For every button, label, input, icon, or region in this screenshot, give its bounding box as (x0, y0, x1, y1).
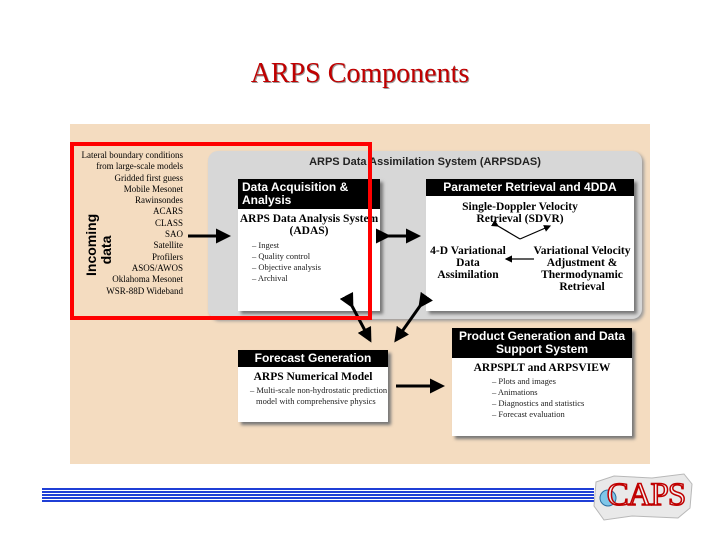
incoming-item: Mobile Mesonet (123, 183, 183, 194)
retrieval-arrows (491, 219, 552, 263)
incoming-item: Gridded first guess (114, 172, 184, 183)
incoming-item: ACARS (152, 206, 183, 217)
incoming-item: Satellite (153, 240, 184, 251)
retrieval-forecast-arrow (394, 291, 434, 343)
product-bullet: – Plots and images (492, 376, 556, 386)
adas-header: Data Acquisition & Analysis (238, 179, 380, 209)
forecast-subtitle: ARPS Numerical Model (253, 371, 373, 383)
bottom-rule (42, 488, 594, 502)
incoming-item: ASOS/AWOS (131, 262, 183, 273)
adas-bullet: – Objective analysis (252, 262, 321, 272)
product-header: Product Generation and Data Support Syst… (452, 328, 632, 358)
adas-box: Data Acquisition & Analysis ARPS Data An… (238, 179, 380, 311)
flow-arrows (188, 228, 445, 394)
arpsdas-title: ARPS Data Assimilation System (ARPSDAS) (309, 156, 541, 168)
retrieval-box: Parameter Retrieval and 4DDA Single-Dopp… (426, 179, 634, 311)
incoming-item: Oklahoma Mesonet (112, 274, 183, 285)
forecast-box: Forecast Generation ARPS Numerical Model… (238, 350, 388, 422)
adas-bullet: – Archival (252, 273, 288, 283)
retrieval-header: Parameter Retrieval and 4DDA (426, 179, 634, 196)
forecast-bullet: model with comprehensive physics (256, 396, 376, 406)
product-bullet: – Animations (492, 387, 538, 397)
caps-logo: CAPS (592, 472, 696, 522)
incoming-item: SAO (164, 229, 183, 240)
incoming-item: WSR-88D Wideband (106, 285, 183, 296)
sdvr-to-variational-arrow (519, 225, 552, 240)
arpsdas-panel: ARPS Data Assimilation System (ARPSDAS) … (208, 151, 642, 319)
forecast-bullet: – Multi-scale non-hydrostatic prediction (250, 385, 388, 395)
incoming-item: Lateral boundary conditions (81, 150, 183, 160)
forecast-bullets: – Multi-scale non-hydrostatic prediction… (238, 385, 388, 407)
caps-logo-text: CAPS (606, 477, 687, 513)
incoming-item: Rawinsondes (135, 195, 183, 206)
forecast-header: Forecast Generation (238, 350, 388, 367)
caps-logo-graphic (593, 473, 693, 521)
adas-bullet: – Quality control (252, 251, 311, 261)
incoming-item: from large-scale models (96, 161, 183, 172)
product-box: Product Generation and Data Support Syst… (452, 328, 632, 436)
sdvr-to-4d-arrow (491, 219, 521, 240)
slide-title: ARPS Components (250, 58, 470, 89)
fourd-var-label: 4-D Variational Data Assimilation (430, 245, 506, 281)
incoming-highlight-box (70, 142, 372, 320)
product-bullets: – Plots and images – Animations – Diagno… (452, 376, 632, 420)
product-bullet: – Forecast evaluation (492, 409, 565, 419)
incoming-data-list: Lateral boundary conditions from large-s… (76, 150, 183, 297)
incoming-item: Profilers (152, 251, 183, 262)
variational-adjustment-label: Variational Velocity Adjustment & Thermo… (533, 245, 631, 293)
adas-bullets: – Ingest – Quality control – Objective a… (238, 240, 380, 284)
incoming-item: CLASS (154, 217, 183, 228)
adas-subtitle: ARPS Data Analysis System (ADAS) (239, 213, 379, 237)
arps-diagram: Lateral boundary conditions from large-s… (70, 124, 650, 464)
adas-bullet: – Ingest (252, 240, 280, 250)
product-bullet: – Diagnostics and statistics (492, 398, 585, 408)
adas-forecast-arrow (339, 291, 372, 343)
product-subtitle: ARPSPLT and ARPSVIEW (473, 362, 611, 374)
